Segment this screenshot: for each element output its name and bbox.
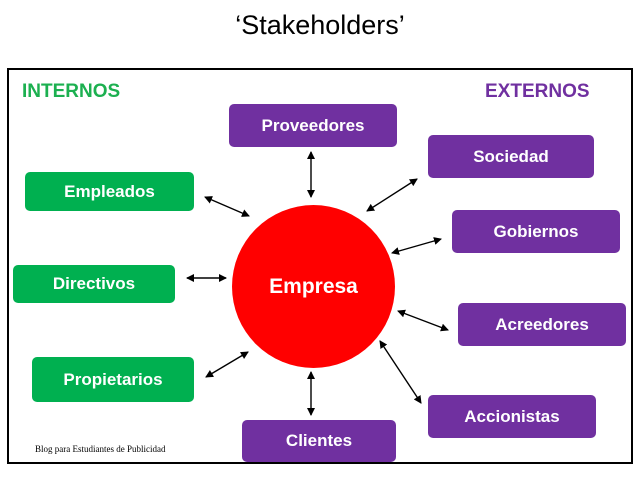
credit-text: Blog para Estudiantes de Publicidad [35,444,166,454]
diagram-title: ‘Stakeholders’ [235,10,405,40]
node-accionistas: Accionistas [428,395,596,438]
arrow-sociedad [366,178,418,212]
external-group-label: EXTERNOS [485,81,590,102]
node-empleados: Empleados [25,172,194,211]
center-empresa: Empresa [232,205,395,368]
node-gobiernos: Gobiernos [452,210,620,253]
diagram-frame [7,68,633,464]
node-directivos: Directivos [13,265,175,303]
arrow-empleados [204,196,250,217]
internal-group-label: INTERNOS [22,81,121,102]
node-clientes: Clientes [242,420,396,462]
arrow-accionistas [379,340,422,404]
node-propietarios: Propietarios [32,357,194,402]
arrow-acreedores [397,309,449,332]
node-proveedores: Proveedores [229,104,397,147]
node-acreedores: Acreedores [458,303,626,346]
arrow-gobiernos [391,237,442,255]
arrow-propietarios [205,351,249,378]
node-sociedad: Sociedad [428,135,594,178]
